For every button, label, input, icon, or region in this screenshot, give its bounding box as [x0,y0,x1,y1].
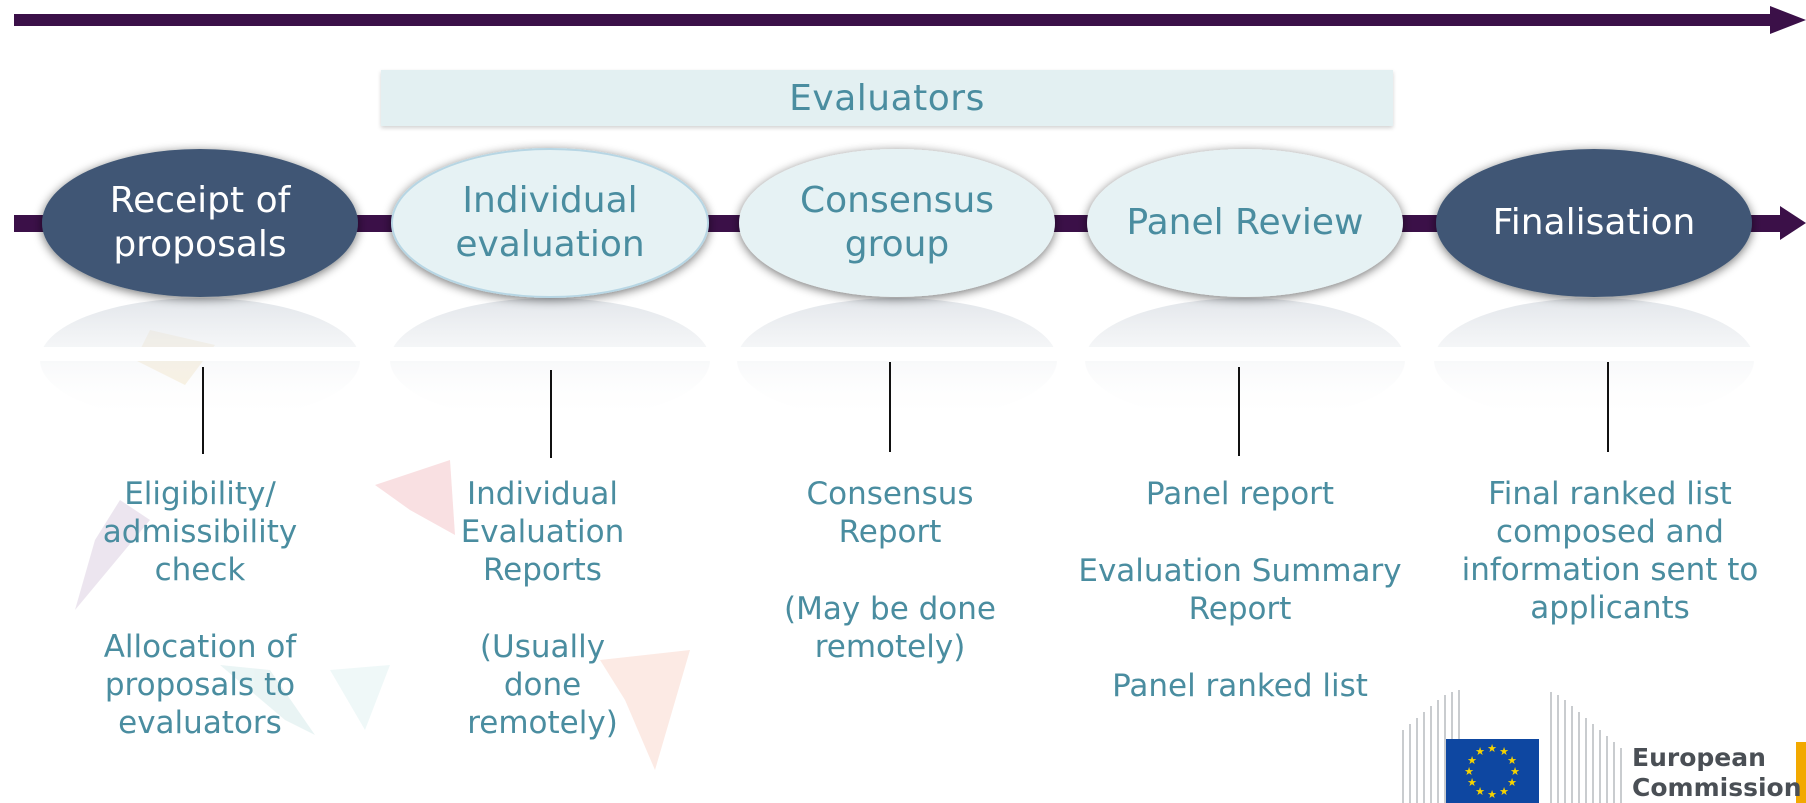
outputs-consensus: Consensus Report (May be done remotely) [745,475,1035,705]
connector-lines [202,362,1609,458]
svg-text:★: ★ [1467,754,1477,767]
stage-label-individual: Individual evaluation [455,180,645,265]
stage-ellipse-consensus [739,149,1055,297]
output-text: (May be done remotely) [783,591,996,665]
svg-text:★: ★ [1510,765,1520,778]
output-text: Final ranked list composed and informati… [1461,476,1759,626]
svg-text:★: ★ [1499,785,1509,798]
stage-ellipse-receipt [42,149,358,297]
evaluators-label: Evaluators [789,77,985,119]
svg-text:★: ★ [1464,765,1474,778]
stage-label-finalisation: Finalisation [1492,202,1696,243]
stage-label-panel: Panel Review [1126,202,1364,243]
svg-text:★: ★ [1499,745,1509,758]
svg-text:★: ★ [1487,788,1497,801]
output-text: Eligibility/ admissibility check [102,476,298,588]
stage-ellipse-finalisation [1436,149,1752,297]
outputs-receipt: Eligibility/ admissibility check Allocat… [60,475,340,781]
outputs-panel: Panel report Evaluation Summary Report P… [1060,475,1420,744]
stage-ellipse-individual [391,148,709,298]
svg-text:★: ★ [1475,745,1485,758]
ellipse-reflections [0,298,1806,422]
stage-label-consensus: Consensus group [799,180,995,265]
outputs-individual: Individual Evaluation Reports (Usually d… [410,475,675,781]
european-commission-logo-icon: ★ ★ ★ ★ ★ ★ ★ ★ ★ ★ ★ ★ [1402,690,1806,803]
stage-ellipse-panel [1087,149,1403,297]
svg-text:★: ★ [1507,776,1517,789]
output-text: Individual Evaluation Reports [460,476,625,588]
output-text: Allocation of proposals to evaluators [103,629,297,741]
top-timeline-arrow [14,6,1806,34]
svg-text:★: ★ [1467,776,1477,789]
output-text: (Usually done remotely) [467,629,618,741]
evaluators-band: Evaluators [381,70,1393,126]
output-text: Evaluation Summary Report [1078,553,1402,627]
stage-label-receipt: Receipt of proposals [109,180,291,265]
output-text: Panel ranked list [1112,668,1368,704]
svg-text:★: ★ [1487,742,1497,755]
european-commission-logo-text: European Commission [1632,743,1802,802]
svg-text:★: ★ [1507,754,1517,767]
output-text: Consensus Report [806,476,974,550]
output-text: Panel report [1145,476,1335,512]
svg-text:★: ★ [1475,785,1485,798]
outputs-finalisation: Final ranked list composed and informati… [1440,475,1780,666]
